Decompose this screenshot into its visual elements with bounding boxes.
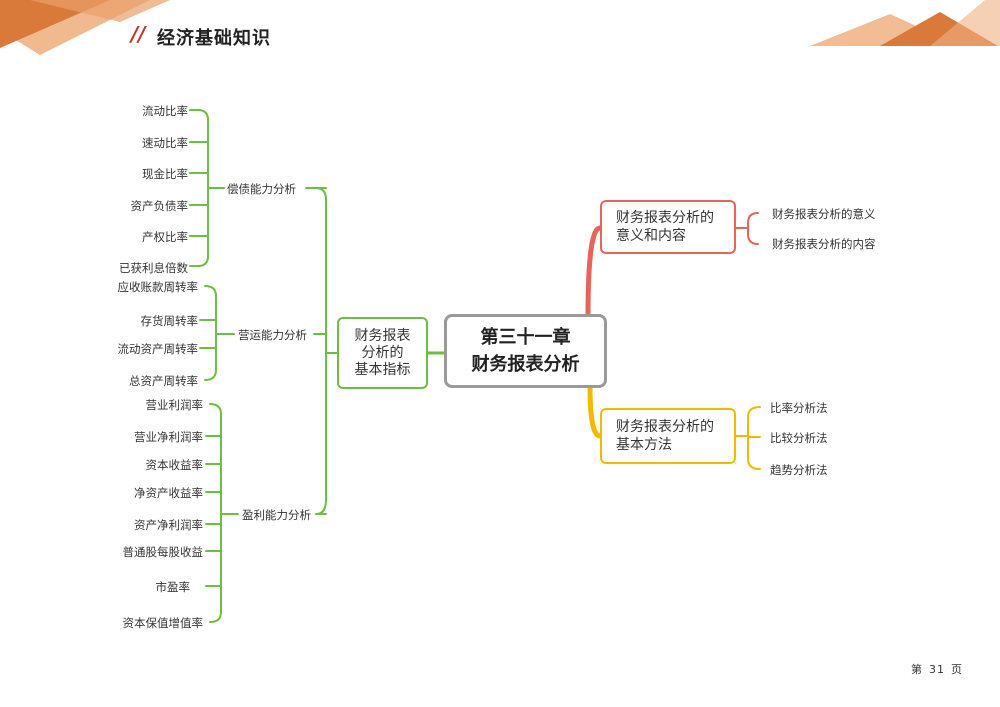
right-top-line2: 意义和内容 [616,228,686,244]
left-main-line1: 财务报表 [354,327,411,344]
leaf-item: 营业利润率 [145,398,204,412]
header-slash-mark: // [131,22,146,46]
leaf-item: 已获利息倍数 [119,261,188,275]
right-top-node: 财务报表分析的 意义和内容 [600,200,736,254]
page-number-value: 31 [929,663,945,676]
left-main-line3: 基本指标 [354,361,411,378]
connector-trunk-vertical [315,187,327,515]
page-number-prefix: 第 [911,663,923,676]
leaf-item: 财务报表分析的内容 [772,237,876,251]
leaf-item: 趋势分析法 [770,463,828,477]
leaf-item: 流动资产周转率 [117,342,199,356]
connector-right-bottom-bracket [735,406,761,470]
leaf-item: 比率分析法 [770,401,828,415]
page-number: 第 31 页 [911,661,963,677]
connector-center-right-bottom [587,383,603,439]
leaf-item: 存货周转率 [140,314,199,328]
center-node-line2: 财务报表分析 [471,354,580,375]
center-node-line1: 第三十一章 [480,327,571,348]
leaf-item: 比较分析法 [770,431,828,445]
right-top-line1: 财务报表分析的 [616,210,714,226]
left-main-node: 财务报表 分析的 基本指标 [337,317,428,389]
right-bottom-line2: 基本方法 [616,437,672,453]
connector-group1-bracket [197,109,209,267]
connector-group2-bracket [204,285,217,381]
leaf-item: 应收账款周转率 [117,280,199,294]
leaf-item: 净资产收益率 [134,486,203,500]
right-bottom-line1: 财务报表分析的 [616,419,714,435]
leaf-item: 速动比率 [142,136,188,150]
page-number-suffix: 页 [951,663,963,676]
center-node: 第三十一章 财务报表分析 [444,314,607,388]
connector-center-right-top [585,225,603,319]
group-label-solvency: 偿债能力分析 [227,182,296,196]
right-bottom-node: 财务报表分析的 基本方法 [600,408,736,464]
leaf-item: 市盈率 [155,580,191,594]
leaf-item: 资本收益率 [145,458,204,472]
leaf-item: 资本保值增值率 [122,616,204,630]
leaf-item: 流动比率 [142,104,188,118]
leaf-item: 资产负债率 [130,199,189,213]
leaf-item: 现金比率 [142,167,188,181]
leaf-item: 总资产周转率 [129,374,198,388]
leaf-item: 普通股每股收益 [122,545,204,559]
leaf-item: 营业净利润率 [134,430,203,444]
connector-right-top-bracket [735,212,759,245]
leaf-item: 资产净利润率 [134,518,203,532]
leaf-item: 产权比率 [142,230,188,244]
group-label-operation: 营运能力分析 [238,328,307,342]
left-main-line2: 分析的 [361,344,404,361]
group-label-profitability: 盈利能力分析 [242,508,311,522]
page-title: 经济基础知识 [157,28,271,49]
leaf-item: 财务报表分析的意义 [772,207,876,221]
